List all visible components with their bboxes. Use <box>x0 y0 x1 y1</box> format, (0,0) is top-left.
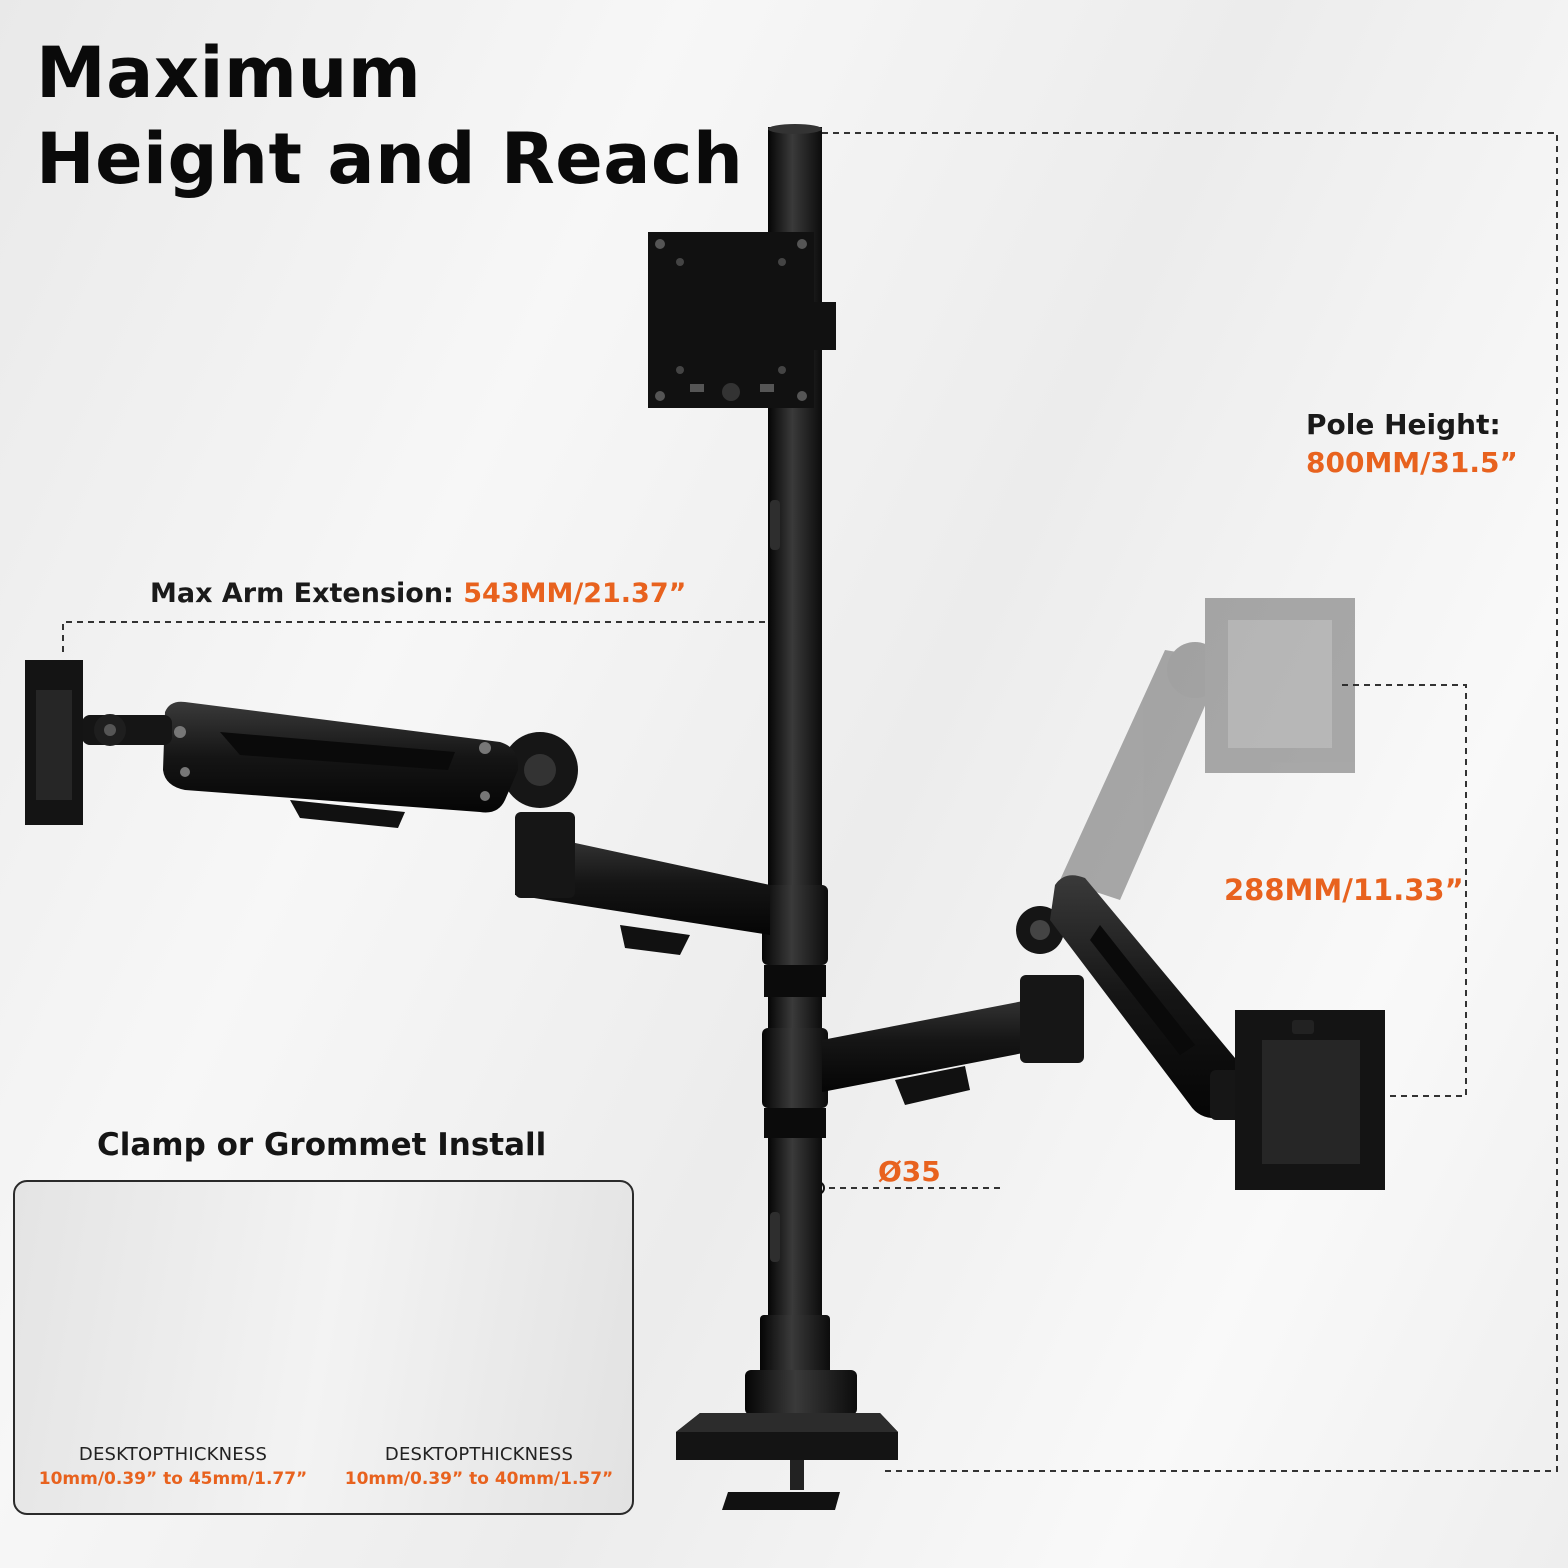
arm-extension-label: Max Arm Extension: <box>150 578 454 609</box>
right-arm <box>822 875 1385 1190</box>
page-title: Maximum Height and Reach <box>36 30 743 202</box>
title-line-2: Height and Reach <box>36 118 744 200</box>
base-clamp <box>676 1315 898 1510</box>
clamp-thickness-label: DESKTOPTHICKNESS <box>78 1444 268 1465</box>
pole-height-value: 800MM/31.5” <box>1306 446 1518 479</box>
pole-diameter-value: Ø35 <box>878 1155 941 1188</box>
left-arm <box>25 660 770 955</box>
pole-height-dimension <box>822 132 1558 1472</box>
grommet-thickness-range: 10mm/0.39” to 40mm/1.57” <box>344 1469 614 1489</box>
grommet-thickness-label: DESKTOPTHICKNESS <box>384 1444 574 1465</box>
grommet-thickness: DESKTOPTHICKNESS 10mm/0.39” to 40mm/1.57… <box>331 1444 627 1489</box>
pole-height-callout: Pole Height: 800MM/31.5” <box>1306 406 1518 482</box>
title-line-1: Maximum <box>36 32 422 114</box>
top-vesa-plate <box>648 232 836 408</box>
arm-extension-dimension <box>62 621 778 652</box>
raised-arm-ghost <box>1060 598 1355 900</box>
reach-height-value: 288MM/11.33” <box>1224 873 1464 907</box>
pole-height-label: Pole Height: <box>1306 408 1501 441</box>
arm-extension-value: 543MM/21.37” <box>463 578 687 609</box>
clamp-thickness-range: 10mm/0.39” to 45mm/1.77” <box>38 1469 308 1489</box>
install-title: Clamp or Grommet Install <box>97 1127 547 1163</box>
clamp-thickness: DESKTOPTHICKNESS 10mm/0.39” to 45mm/1.77… <box>25 1444 321 1489</box>
dimension-lines <box>62 132 1558 1472</box>
install-panel: DESKTOPTHICKNESS 10mm/0.39” to 45mm/1.77… <box>13 1180 634 1515</box>
arm-extension-callout: Max Arm Extension: 543MM/21.37” <box>150 578 686 609</box>
reach-dimension <box>1342 684 1467 1097</box>
